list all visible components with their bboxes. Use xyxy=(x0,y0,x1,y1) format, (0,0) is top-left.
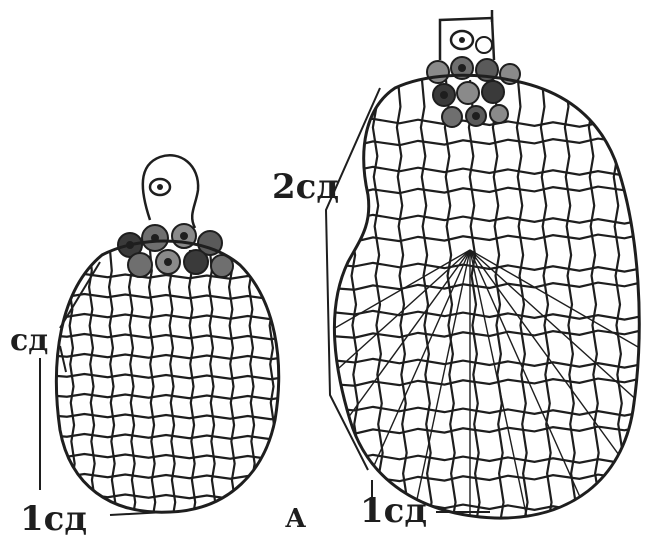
label-first-sd-left: 1сд xyxy=(20,499,87,539)
label-second-sd: 2сд xyxy=(272,167,339,207)
label-sd: сд xyxy=(10,323,48,358)
meristem-cells-right xyxy=(427,57,520,127)
label-first-sd-right: 1сд xyxy=(360,491,427,531)
label-panel: А xyxy=(285,504,306,534)
embryo-left xyxy=(45,155,289,519)
cell-grid-right xyxy=(193,80,645,544)
embryo-right xyxy=(193,10,645,544)
